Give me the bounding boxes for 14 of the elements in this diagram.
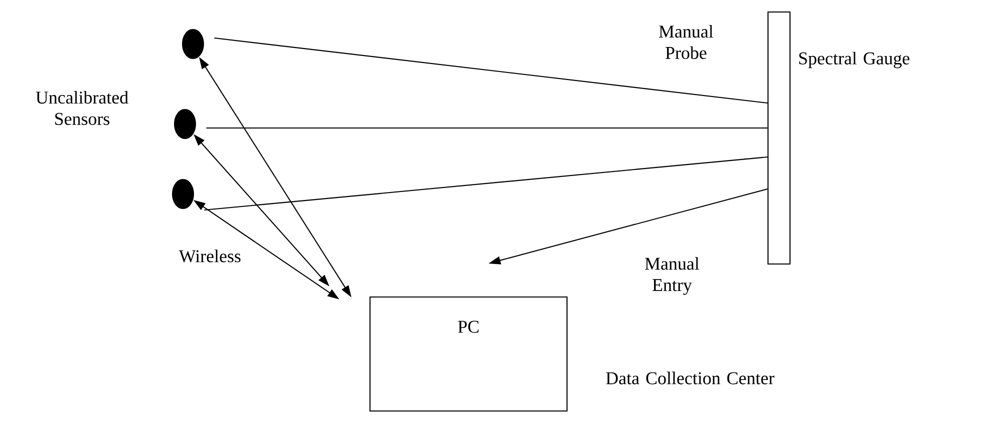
node-caption: Spectral Gauge: [799, 52, 910, 68]
gauge-bar: [767, 11, 791, 265]
connector-line: [206, 127, 768, 129]
edge-label: Manual Entry: [645, 257, 700, 295]
connector-line: [204, 156, 768, 211]
text-label: Manual Probe: [659, 25, 714, 59]
text-label: Uncalibrated Sensors: [36, 91, 128, 125]
connector-line: [214, 37, 768, 104]
node-caption: Data Collection Center: [606, 372, 774, 384]
sensor-dot: [182, 29, 204, 59]
sensor-dot: [172, 179, 194, 209]
pc-box: PC: [369, 296, 568, 412]
sensor-dot: [174, 109, 196, 139]
text-label: Wireless: [178, 250, 240, 262]
